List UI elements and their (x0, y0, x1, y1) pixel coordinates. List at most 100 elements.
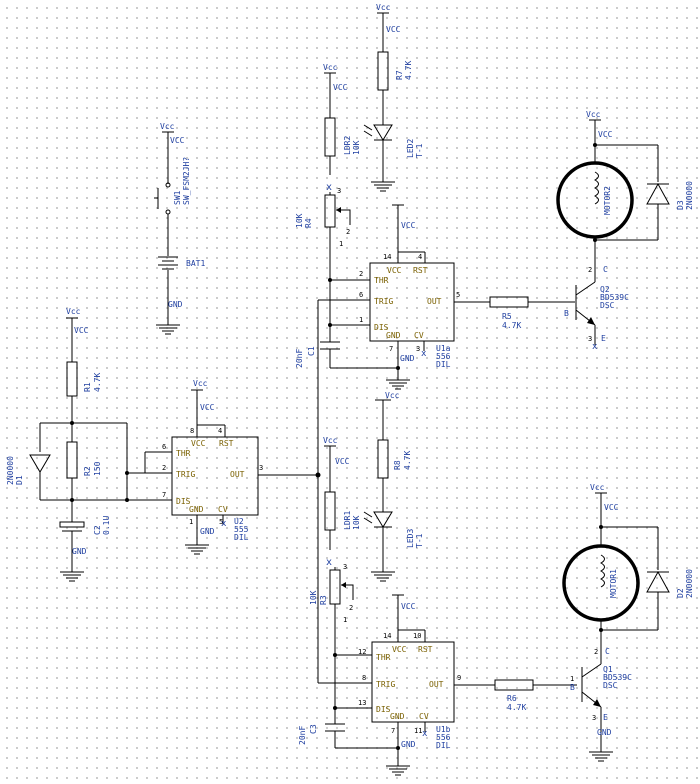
vcc-net-label: VCC (335, 457, 350, 466)
r7-led2-block: Vcc VCC R7 4.7K LED2 T-1 (363, 3, 424, 192)
motor1-symbol (562, 544, 640, 622)
gnd-label: GND (200, 527, 215, 536)
d3-ref-label: D3 (676, 200, 685, 210)
c1-ref-label: C1 (307, 346, 316, 356)
u2-cv-pin-label: CV (218, 505, 228, 514)
u1b-out-pin-label: OUT (429, 680, 444, 689)
d1-ref-label: D1 (15, 475, 24, 485)
vcc-label: Vcc (66, 307, 81, 316)
ldr1-resistor (324, 491, 336, 531)
vcc-net-label: VCC (401, 221, 416, 230)
r2-ref-label: R2 (83, 466, 92, 476)
u2-pin8: 8 (190, 427, 194, 435)
u2-pin3: 3 (259, 464, 263, 472)
u1b-cv-pin-label: CV (419, 712, 429, 721)
ldr2-ref-label: LDR2 (343, 136, 352, 155)
q2-package-label: DSC (600, 301, 615, 310)
u1b-pin7: 7 (391, 727, 395, 735)
vcc-label: Vcc (160, 122, 175, 131)
u1a-pin3: 3 (416, 345, 420, 353)
c2-ref-label: C2 (93, 525, 102, 535)
motor2-symbol (556, 161, 634, 239)
ground-symbol (156, 324, 180, 335)
r4-pin1: 1 (339, 240, 343, 248)
svg-text:x: x (422, 729, 428, 739)
r7-resistor (377, 51, 389, 91)
u1b-trig-pin-label: TRIG (376, 680, 395, 689)
ground-symbol (386, 765, 410, 776)
q2-motor2-block: Vcc VCC MOTOR2 D3 2N0000 C 2 B E 3 (556, 110, 694, 352)
u1a-out-pin-label: OUT (427, 297, 442, 306)
d2-diode-symbol (646, 570, 670, 593)
d3-value-label: 2N0000 (685, 181, 694, 210)
ldr1-pot-block: Vcc VCC LDR1 10K x 3 2 1 10K R3 (309, 436, 372, 724)
gnd-label: GND (400, 354, 415, 363)
u1b-pin12: 12 (358, 648, 366, 656)
r7-value-label: 4.7K (404, 61, 413, 80)
u1b-pin11: 11 (414, 727, 422, 735)
q1-collector-label: C (605, 647, 610, 656)
q2-ref-label: Q2 (600, 285, 610, 294)
u1a-pin6: 6 (359, 291, 363, 299)
led3-diode-symbol (363, 511, 393, 528)
ground-symbol (386, 379, 410, 390)
r8-led3-block: Vcc R8 4.7K LED3 T-1 (363, 391, 424, 582)
motor1-label: MOTOR1 (609, 569, 618, 598)
led2-ref-label: LED2 (406, 139, 415, 158)
r5-resistor (489, 296, 529, 308)
q1-motor1-block: Vcc VCC MOTOR1 D2 2N0000 C 2 B 1 E (562, 483, 694, 762)
u2-ref-label: U2 (234, 517, 244, 526)
ground-symbol (589, 751, 613, 762)
q1-pin1: 1 (570, 675, 574, 683)
gnd-label: GND (72, 547, 87, 556)
c1-value-label: 20nF (295, 349, 304, 368)
svg-text:x: x (592, 342, 598, 352)
u1a-ref-label: U1a (436, 344, 451, 353)
q2-emitter-label: E (601, 334, 606, 343)
sw1-switch-symbol (154, 182, 171, 215)
u1b-pin9: 9 (457, 674, 461, 682)
input-network: Vcc VCC R1 4.7K R2 150 2N0000 D1 C2 0.1U (6, 307, 172, 582)
u1a-package-label: DIL (436, 360, 451, 369)
vcc-net-label: VCC (401, 602, 416, 611)
r1-resistor (66, 361, 78, 397)
r8-resistor (377, 439, 389, 479)
u1a-timer-556: VCC 14 4 VCC RST THR 2 TRIG 6 OUT 5 DIS … (295, 204, 575, 390)
u1a-value-label: 556 (436, 352, 451, 361)
r4-value-label: 10K (295, 213, 304, 228)
u2-out-pin-label: OUT (230, 470, 245, 479)
u2-vcc-pin-label: VCC (191, 439, 206, 448)
ground-symbol (371, 181, 395, 192)
u2-dis-pin-label: DIS (176, 497, 191, 506)
sw1-value-label: SW_FSM2JH? (182, 157, 191, 205)
q2-pin3: 3 (588, 335, 592, 343)
u1b-body (371, 641, 455, 723)
r6-resistor (494, 679, 534, 691)
gnd-label: GND (168, 300, 183, 309)
u1a-gnd-pin-label: GND (386, 331, 401, 340)
r8-value-label: 4.7K (403, 451, 412, 470)
r8-ref-label: R8 (393, 460, 402, 470)
ldr2-value-label: 10K (352, 140, 361, 155)
motor1-coil (599, 554, 605, 588)
sw1-ref-label: SW1 (173, 190, 182, 205)
u2-body (171, 436, 259, 516)
u2-timer-555: Vcc VCC 8 4 VCC RST THR 6 TRIG 2 OUT 3 D… (162, 379, 321, 555)
u1a-dis-pin-label: DIS (374, 323, 389, 332)
r4-potentiometer (324, 194, 336, 228)
vcc-net-label: VCC (200, 403, 215, 412)
u2-pin5: 5 (219, 518, 223, 526)
u1b-gnd-pin-label: GND (390, 712, 405, 721)
svg-text:x: x (326, 182, 332, 193)
q1-package-label: DSC (603, 681, 618, 690)
c3-value-label: 20nF (298, 726, 307, 745)
c3-ref-label: C3 (309, 724, 318, 734)
q1-pin2: 2 (594, 648, 598, 656)
vcc-net-label: VCC (386, 25, 401, 34)
u2-trig-pin-label: TRIG (176, 470, 195, 479)
u1a-thr-pin-label: THR (374, 276, 389, 285)
vcc-label: Vcc (586, 110, 601, 119)
led2-diode-symbol (363, 124, 393, 141)
r6-value-label: 4.7K (507, 703, 526, 712)
